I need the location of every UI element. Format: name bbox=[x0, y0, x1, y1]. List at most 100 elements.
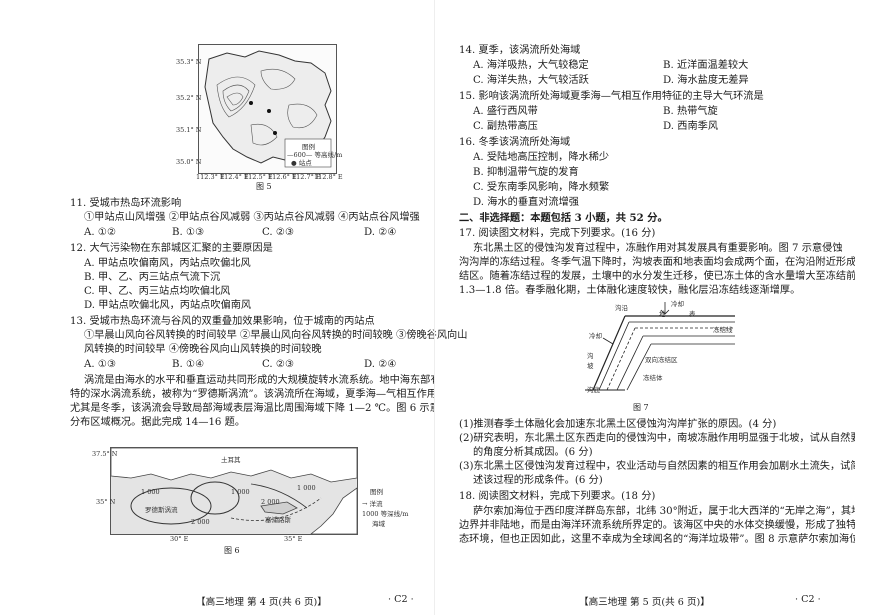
fig7-label-double-zone: 双向冻结区 bbox=[645, 356, 678, 364]
fig7-label-frozen-body: 冻结体 bbox=[643, 374, 663, 382]
fig6-island: 塞浦路斯 bbox=[265, 516, 291, 524]
figure-7-diagram: 冷却 沟沿 地 表 冷却 冻结线 沟 坡 双向冻结区 冻结体 沟底 bbox=[585, 298, 735, 398]
q13-option-a[interactable]: A. ①③ bbox=[84, 359, 117, 370]
figure-6-map: 土耳其 塞浦路斯 罗德斯涡流 1 000 2 000 1 000 2 000 1… bbox=[110, 447, 358, 535]
q15-option-b[interactable]: B. 热带气旋 bbox=[663, 106, 718, 117]
fig6-isobath: 2 000 bbox=[191, 518, 210, 526]
q16-option-d[interactable]: D. 海水的垂直对流增强 bbox=[473, 197, 579, 208]
figure-6-caption: 图 6 bbox=[224, 546, 240, 555]
passage-line-2: 特的深水涡流系统，被称为“罗德斯涡流”。该涡流所在海域，夏季海—气相互作用显著， bbox=[70, 389, 434, 400]
q18-stem: 18. 阅读图文材料，完成下列要求。(18 分) bbox=[459, 491, 656, 502]
q17-sub-1: (1)推测春季土体融化会加速东北黑土区侵蚀沟沟岸扩张的原因。(4 分) bbox=[459, 419, 777, 430]
q17-sub-3a: (3)东北黑土区侵蚀沟发育过程中，农业活动与自然因素的相互作用会加剧水土流失，试… bbox=[459, 461, 855, 472]
fig5-lat-label: 35.2° N bbox=[176, 94, 202, 102]
q13-option-c[interactable]: C. ②③ bbox=[262, 359, 295, 370]
page-5-code: · C2 · bbox=[795, 594, 821, 605]
fig7-label-gully-edge: 沟沿 bbox=[615, 304, 628, 312]
q14-stem: 14. 夏季，该涡流所处海域 bbox=[459, 45, 581, 56]
q13-option-b[interactable]: B. ①④ bbox=[172, 359, 205, 370]
passage-line-1: 涡流是由海水的水平和垂直运动共同形成的大规模旋转水流系统。地中海东部有一个独 bbox=[84, 375, 434, 386]
q14-option-b[interactable]: B. 近洋面温差较大 bbox=[663, 60, 749, 71]
q11-option-c[interactable]: C. ②③ bbox=[262, 227, 295, 238]
fig5-legend-iso: —600— 等高线/m bbox=[287, 151, 343, 159]
passage-line-3: 尤其是冬季，该涡流会导致局部海域表层海温比周围海域下降 1—2 ℃。图 6 示意… bbox=[70, 403, 434, 414]
q12-option-b[interactable]: B. 甲、乙、丙三站点气流下沉 bbox=[84, 272, 221, 283]
fig5-legend-title: 图例 bbox=[302, 143, 315, 151]
q13-statements-2: 风转换的时间较早 ④傍晚谷风向山风转换的时间较晚 bbox=[84, 344, 322, 355]
page-5-footer: 【高三地理 第 5 页(共 6 页)】 bbox=[579, 597, 710, 608]
section-2-heading: 二、非选择题：本题包括 3 小题，共 52 分。 bbox=[459, 212, 668, 224]
page-4-footer: 【高三地理 第 4 页(共 6 页)】 bbox=[196, 597, 327, 608]
q17-sub-2b: 的角度分析其成因。(6 分) bbox=[473, 447, 593, 458]
fig6-eddy: 罗德斯涡流 bbox=[145, 506, 178, 514]
q17-sub-3b: 述该过程的形成条件。(6 分) bbox=[473, 475, 603, 486]
q15-stem: 15. 影响该涡流所处海域夏季海—气相互作用特征的主导大气环流是 bbox=[459, 91, 764, 102]
fig6-legend-current: → 洋流 bbox=[362, 500, 383, 508]
fig5-lon-label: 112.4° E bbox=[220, 173, 249, 181]
q11-option-d[interactable]: D. ②④ bbox=[364, 227, 397, 238]
fig5-lat-label: 35.1° N bbox=[176, 126, 202, 134]
fig6-lon-label: 35° E bbox=[284, 535, 303, 543]
q14-option-a[interactable]: A. 海洋吸热，大气较稳定 bbox=[473, 60, 589, 71]
q11-option-a[interactable]: A. ①② bbox=[84, 227, 117, 238]
fig6-isobath: 1 000 bbox=[297, 484, 316, 492]
fig5-lon-label: 112.3° E bbox=[196, 173, 225, 181]
q18-para-3: 态环境，但也正因如此，这里不幸成为全球闻名的“海洋垃圾带”。图 8 示意萨尔索加… bbox=[459, 534, 855, 545]
q11-statements: ①甲站点山风增强 ②甲站点谷风减弱 ③丙站点谷风减弱 ④丙站点谷风增强 bbox=[84, 212, 420, 223]
fig7-label-gully-bottom: 沟底 bbox=[587, 386, 600, 394]
fig6-lat-label: 35° N bbox=[96, 498, 116, 506]
q13-statements-1: ①早晨山风向谷风转换的时间较早 ②早晨山风向谷风转换的时间较晚 ③傍晚谷风向山 bbox=[84, 330, 468, 341]
fig6-lat-label: 37.5° N bbox=[92, 450, 118, 458]
figure-5-caption: 图 5 bbox=[256, 182, 272, 191]
q12-option-a[interactable]: A. 甲站点吹偏南风，丙站点吹偏北风 bbox=[84, 258, 251, 269]
fig7-label-surface: 表 bbox=[689, 310, 696, 318]
passage-line-4: 分布区域概况。据此完成 14—16 题。 bbox=[70, 417, 246, 428]
fig5-lat-label: 35.0° N bbox=[176, 158, 202, 166]
fig5-lon-label: 112.5° E bbox=[244, 173, 273, 181]
fig6-turkey: 土耳其 bbox=[221, 456, 241, 464]
q14-option-c[interactable]: C. 海洋失热，大气较活跃 bbox=[473, 75, 589, 86]
q17-para-3: 结区。随着冻结过程的发展，土壤中的水分发生迁移，使已冻土体的含水量增大至冻结前的 bbox=[459, 271, 855, 282]
fig7-label-cool: 冷却 bbox=[671, 300, 684, 308]
q13-stem: 13. 受城市热岛环流与谷风的双重叠加效果影响，位于城南的丙站点 bbox=[70, 316, 375, 327]
q11-option-b[interactable]: B. ①③ bbox=[172, 227, 205, 238]
fig6-isobath: 1 000 bbox=[231, 488, 250, 496]
fig7-label-slope-2: 坡 bbox=[587, 362, 594, 370]
q16-stem: 16. 冬季该涡流所处海域 bbox=[459, 137, 571, 148]
fig6-legend-title: 图例 bbox=[370, 488, 383, 496]
q13-option-d[interactable]: D. ②④ bbox=[364, 359, 397, 370]
q16-option-c[interactable]: C. 受东南季风影响，降水频繁 bbox=[473, 182, 610, 193]
q17-para-4: 1.3—1.8 倍。春季融化期，土体融化速度较快，融化层沿冻结线逐渐增厚。 bbox=[459, 285, 801, 296]
fig6-legend-sea: 海域 bbox=[372, 520, 385, 528]
fig6-lon-label: 30° E bbox=[170, 535, 189, 543]
q15-option-a[interactable]: A. 盛行西风带 bbox=[473, 106, 538, 117]
figure-6-svg bbox=[110, 447, 358, 535]
figure-7-caption: 图 7 bbox=[633, 403, 649, 412]
fig7-label-cool-2: 冷却 bbox=[589, 332, 602, 340]
fig6-isobath: 2 000 bbox=[261, 498, 280, 506]
fig5-lat-label: 35.3° N bbox=[176, 58, 202, 66]
q12-option-d[interactable]: D. 甲站点吹偏北风，丙站点吹偏南风 bbox=[84, 300, 252, 311]
q15-option-d[interactable]: D. 西南季风 bbox=[663, 121, 719, 132]
q17-para-1: 东北黑土区的侵蚀沟发育过程中，冻融作用对其发展具有重要影响。图 7 示意侵蚀 bbox=[473, 243, 843, 254]
q15-option-c[interactable]: C. 副热带高压 bbox=[473, 121, 538, 132]
fig6-isobath: 1 000 bbox=[141, 488, 160, 496]
q16-option-b[interactable]: B. 抑制温带气旋的发育 bbox=[473, 167, 579, 178]
fig7-label-freeze-line: 冻结线 bbox=[713, 326, 733, 334]
fig5-lon-label: 112.8° E bbox=[314, 173, 343, 181]
fig7-label-ground: 地 bbox=[659, 310, 666, 318]
q14-option-d[interactable]: D. 海水盐度无差异 bbox=[663, 75, 749, 86]
page-fold bbox=[434, 0, 435, 615]
q18-para-1: 萨尔索加海位于西印度洋群岛东部，北纬 30°附近，属于北大西洋的“无岸之海”，其… bbox=[473, 506, 855, 517]
q17-para-2: 沟沟岸的冻结过程。冬季气温下降时，沟坡表面和地表面均会成两个面，在沟沿附近形成双… bbox=[459, 257, 855, 268]
figure-5-map: 图例 —600— 等高线/m ● 站点 bbox=[198, 44, 342, 174]
fig5-lon-label: 112.7° E bbox=[292, 173, 321, 181]
q12-option-c[interactable]: C. 甲、乙、丙三站点均吹偏北风 bbox=[84, 286, 231, 297]
q16-option-a[interactable]: A. 受陆地高压控制，降水稀少 bbox=[473, 152, 610, 163]
page-4: 图例 —600— 等高线/m ● 站点 35.3° N 35.2° N 35.1… bbox=[0, 0, 467, 615]
q12-stem: 12. 大气污染物在东部城区汇聚的主要原因是 bbox=[70, 243, 273, 254]
figure-7-svg bbox=[585, 302, 735, 391]
figure-5-svg bbox=[204, 50, 332, 168]
page-4-code: · C2 · bbox=[388, 594, 414, 605]
